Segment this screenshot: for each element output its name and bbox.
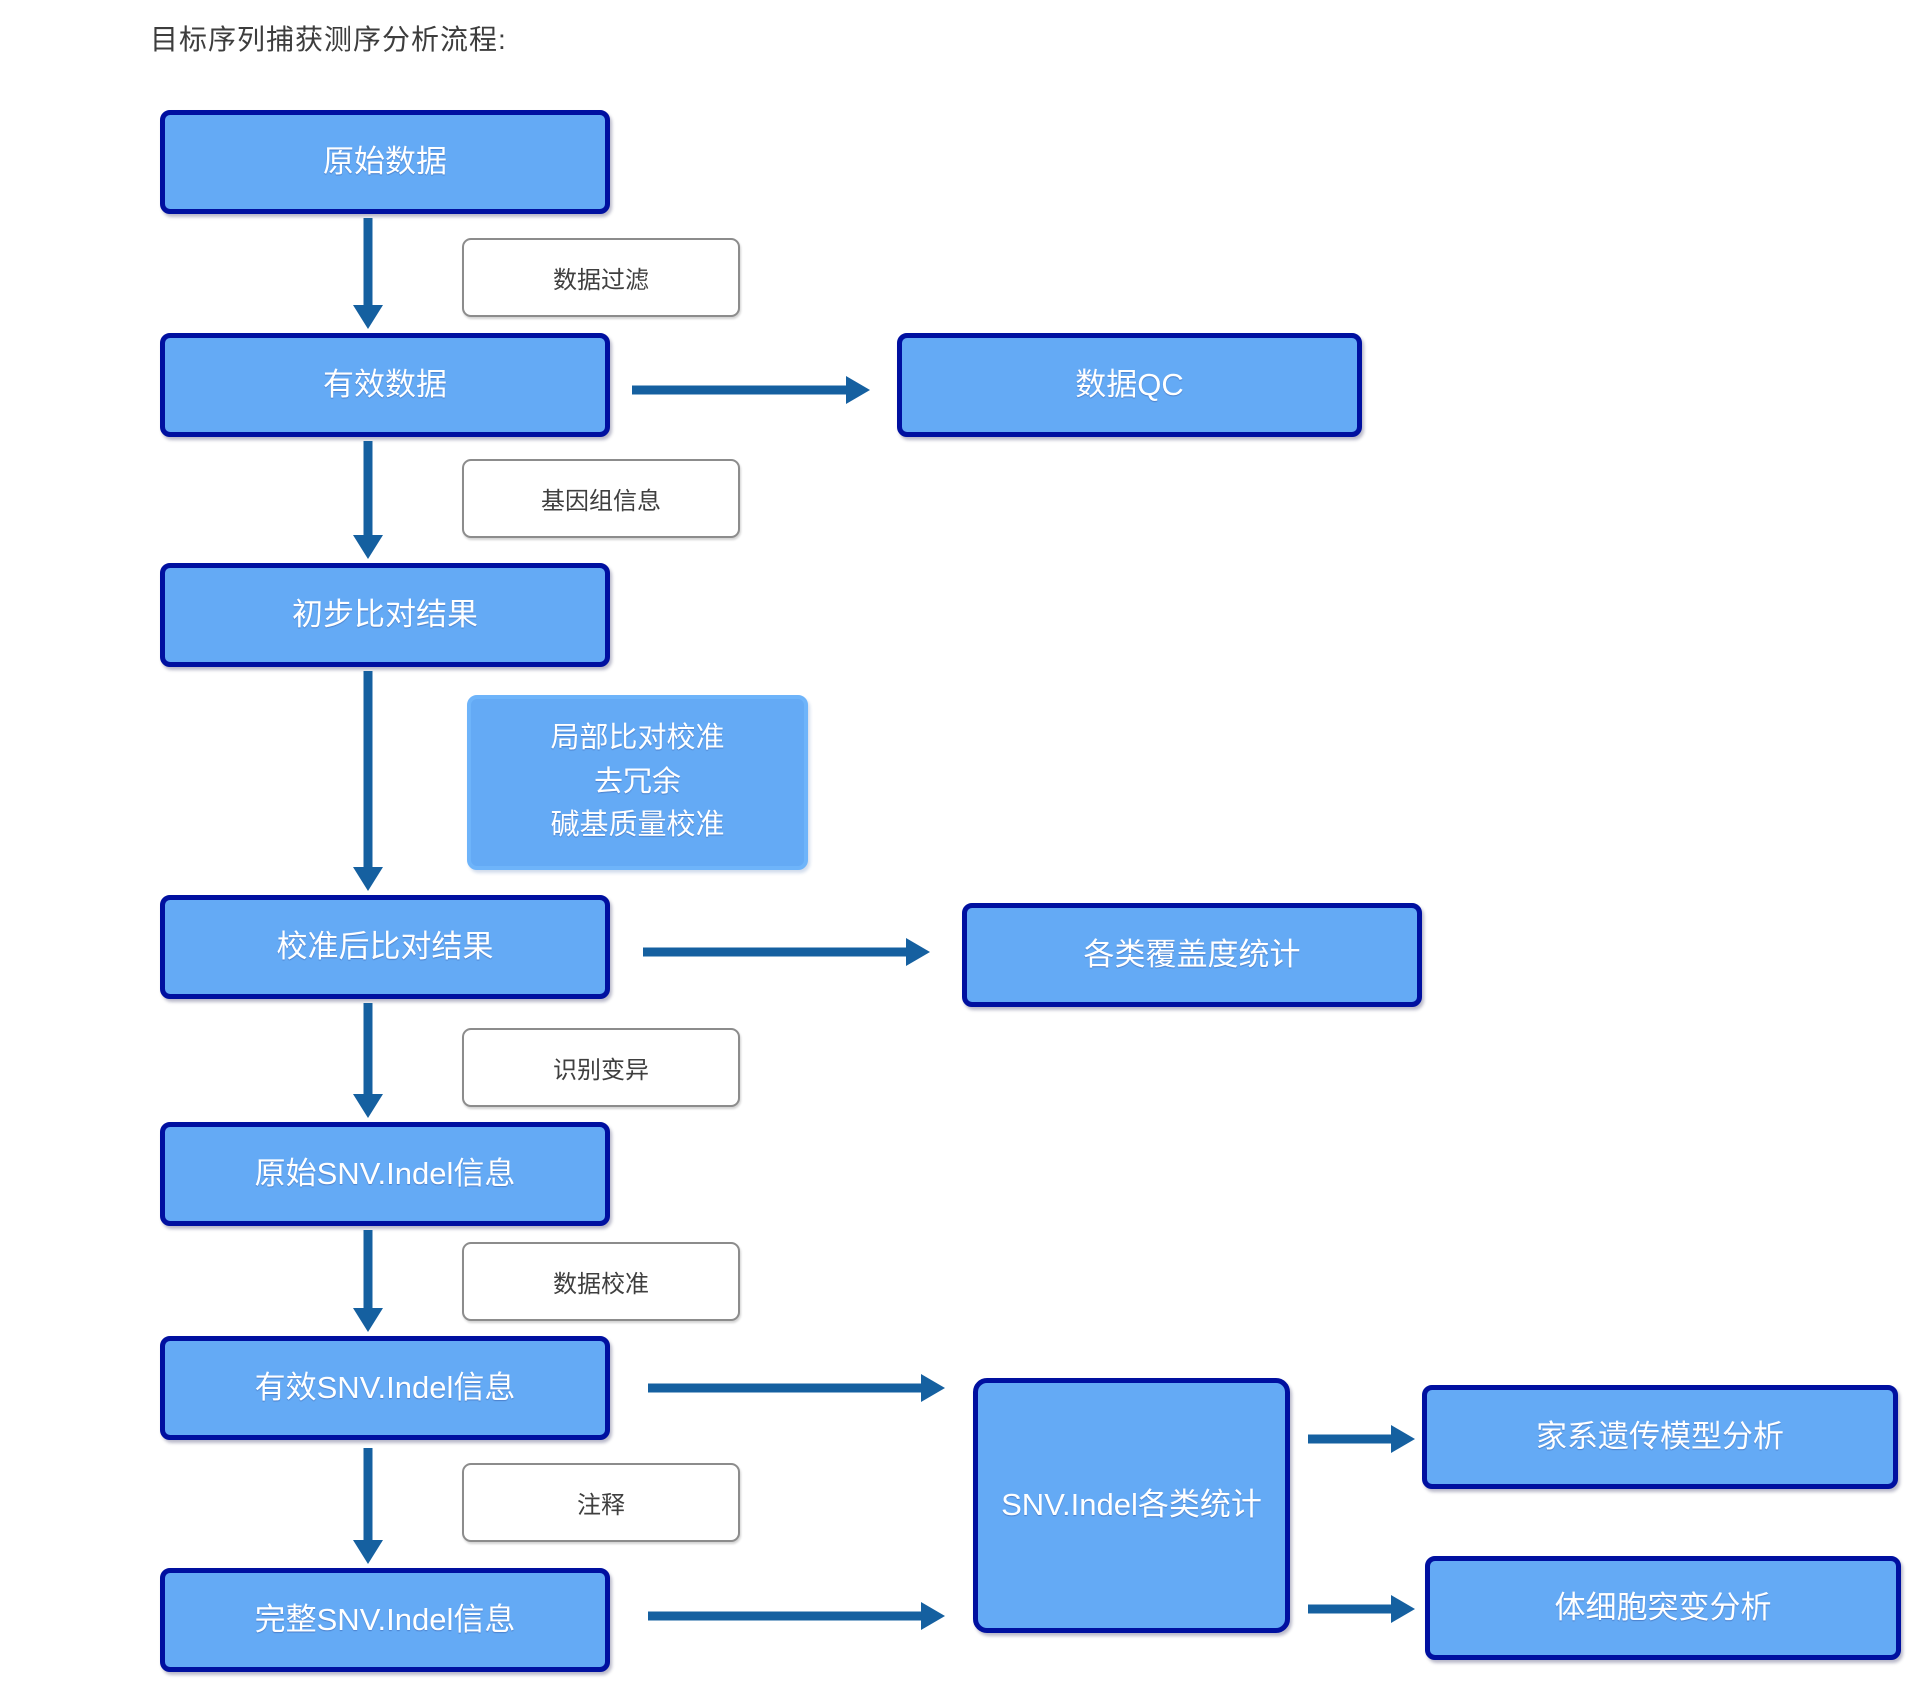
arrow-head — [353, 1540, 383, 1564]
label-variant-calling: 识别变异 — [462, 1028, 740, 1107]
arrow-head — [353, 1094, 383, 1118]
arrow-prelim-to-calibrated — [353, 671, 383, 891]
node-somatic-mutation-label: 体细胞突变分析 — [1554, 1589, 1772, 1625]
arrow-shaft — [363, 1448, 373, 1542]
arrow-head — [353, 1308, 383, 1332]
arrow-shaft — [363, 1230, 373, 1310]
node-snv-indel-stats-label: SNV.Indel各类统计 — [1001, 1487, 1262, 1523]
arrow-shaft — [363, 671, 373, 869]
node-full-snv-indel: 完整SNV.Indel信息 — [160, 1568, 610, 1672]
label-genome-info: 基因组信息 — [462, 459, 740, 538]
arrow-valid-to-qc — [632, 376, 870, 404]
arrow-head — [846, 376, 870, 404]
arrow-raw-to-valid — [353, 218, 383, 329]
arrow-shaft — [363, 441, 373, 537]
node-snv-indel-stats: SNV.Indel各类统计 — [973, 1378, 1290, 1633]
note-calibration-line-2: 去冗余 — [593, 765, 681, 798]
arrow-head — [353, 305, 383, 329]
arrow-head — [1391, 1425, 1415, 1453]
arrow-head — [921, 1374, 945, 1402]
label-data-filter-text: 数据过滤 — [553, 267, 649, 294]
note-calibration-line-1: 局部比对校准 — [550, 722, 725, 755]
node-valid-data-label: 有效数据 — [323, 366, 447, 402]
node-calibrated-align-label: 校准后比对结果 — [276, 928, 494, 964]
arrow-head — [921, 1602, 945, 1630]
node-valid-snv-indel-label: 有效SNV.Indel信息 — [254, 1369, 516, 1405]
node-family-genetic-model-label: 家系遗传模型分析 — [1536, 1418, 1784, 1454]
arrow-validsnv-to-fullsnv — [353, 1448, 383, 1564]
arrow-head — [1391, 1595, 1415, 1623]
node-prelim-align-label: 初步比对结果 — [292, 596, 478, 632]
label-genome-info-text: 基因组信息 — [541, 488, 661, 515]
arrow-head — [906, 938, 930, 966]
node-valid-snv-indel: 有效SNV.Indel信息 — [160, 1336, 610, 1440]
arrow-shaft — [643, 947, 908, 957]
node-coverage-stats-label: 各类覆盖度统计 — [1083, 936, 1301, 972]
label-annotation: 注释 — [462, 1463, 740, 1542]
arrow-validsnv-to-stats — [648, 1374, 945, 1402]
arrow-shaft — [363, 218, 373, 307]
node-calibrated-align-result: 校准后比对结果 — [160, 895, 610, 999]
arrow-shaft — [648, 1383, 923, 1393]
node-somatic-mutation: 体细胞突变分析 — [1425, 1556, 1901, 1660]
label-data-calibration-text: 数据校准 — [553, 1271, 649, 1298]
arrow-stats-to-family — [1308, 1425, 1415, 1453]
label-data-filter: 数据过滤 — [462, 238, 740, 317]
node-raw-data: 原始数据 — [160, 110, 610, 214]
arrow-fullsnv-to-stats — [648, 1602, 945, 1630]
arrow-shaft — [1308, 1604, 1393, 1614]
node-raw-snv-indel: 原始SNV.Indel信息 — [160, 1122, 610, 1226]
arrow-shaft — [648, 1611, 923, 1621]
node-coverage-stats: 各类覆盖度统计 — [962, 903, 1422, 1007]
arrow-shaft — [632, 385, 848, 395]
node-valid-data: 有效数据 — [160, 333, 610, 437]
node-data-qc: 数据QC — [897, 333, 1362, 437]
arrow-shaft — [1308, 1434, 1393, 1444]
arrow-shaft — [363, 1003, 373, 1096]
node-full-snv-indel-label: 完整SNV.Indel信息 — [254, 1601, 516, 1637]
note-calibration-steps: 局部比对校准 去冗余 碱基质量校准 — [467, 695, 808, 870]
arrow-head — [353, 867, 383, 891]
node-prelim-align-result: 初步比对结果 — [160, 563, 610, 667]
node-data-qc-label: 数据QC — [1075, 366, 1184, 402]
arrow-stats-to-somatic — [1308, 1595, 1415, 1623]
note-calibration-line-3: 碱基质量校准 — [550, 809, 725, 842]
arrow-valid-to-prelim — [353, 441, 383, 559]
label-data-calibration: 数据校准 — [462, 1242, 740, 1321]
label-annotation-text: 注释 — [577, 1492, 625, 1519]
arrow-calibrated-to-rawsnv — [353, 1003, 383, 1118]
page-title: 目标序列捕获测序分析流程: — [150, 24, 507, 55]
label-variant-calling-text: 识别变异 — [553, 1057, 649, 1084]
arrow-rawsnv-to-validsnv — [353, 1230, 383, 1332]
node-raw-snv-indel-label: 原始SNV.Indel信息 — [254, 1155, 516, 1191]
arrow-calibrated-to-coverage — [643, 938, 930, 966]
arrow-head — [353, 535, 383, 559]
node-raw-data-label: 原始数据 — [323, 143, 447, 179]
node-family-genetic-model: 家系遗传模型分析 — [1422, 1385, 1898, 1489]
